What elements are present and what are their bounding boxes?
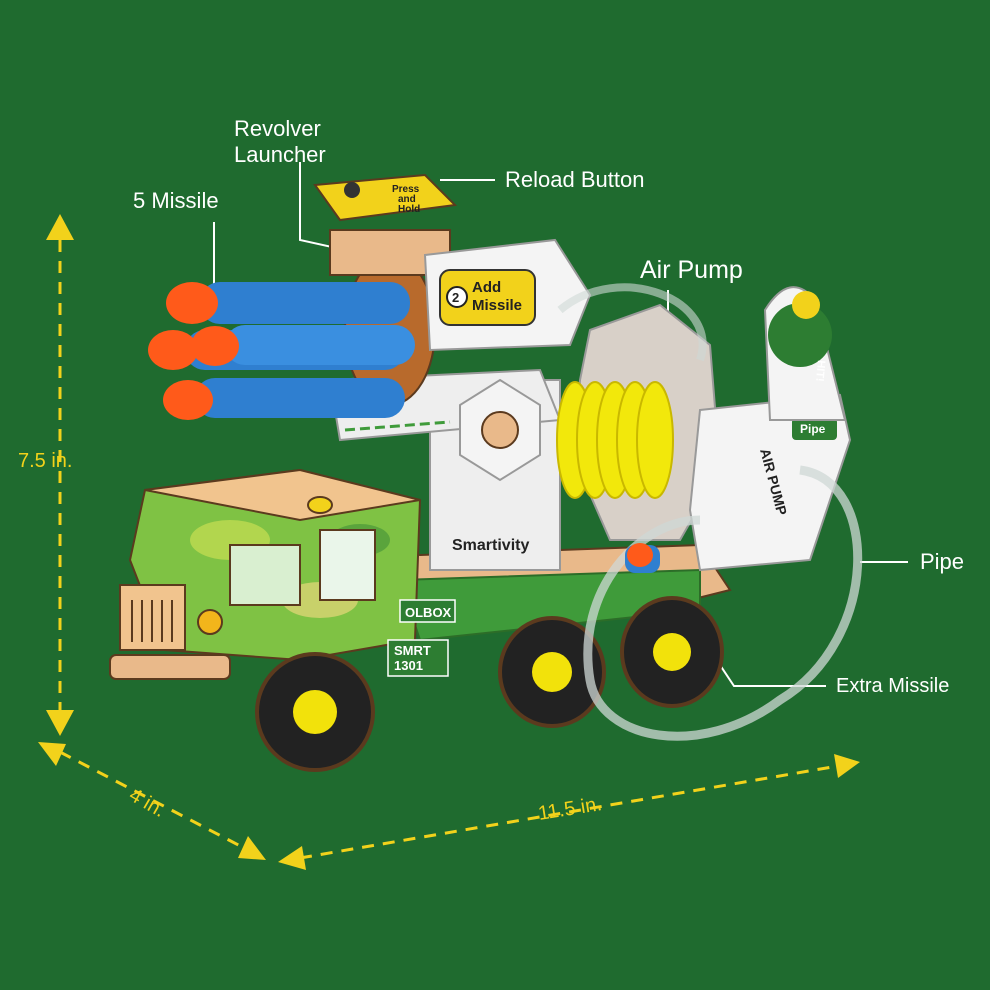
wheel-front: [255, 652, 375, 772]
revolver-launcher-line-1: Revolver: [234, 116, 321, 141]
model-line-2: 1301: [394, 658, 423, 673]
brand-logo: Smartivity: [452, 537, 529, 554]
model-tag: SMRT 1301: [387, 639, 449, 677]
pipe-tag-label: Pipe: [800, 422, 826, 436]
air-pump: [556, 303, 722, 541]
air-pipe: [557, 283, 863, 741]
length-dimension-line: [278, 754, 860, 870]
press-hold-line-2: and: [398, 194, 416, 205]
press-hold-line-3: Hold: [398, 204, 420, 215]
add-missile-label: Add Missile: [472, 279, 522, 314]
step-number: 2: [452, 290, 459, 305]
toolbox-tag: OLBOX: [399, 599, 456, 623]
revolver-launcher-label: Revolver Launcher: [234, 116, 326, 168]
press-hold-line-1: Press: [392, 184, 420, 195]
toolbox-label: OLBOX: [405, 605, 452, 620]
press-hold-label: Press and Hold: [392, 184, 422, 215]
reload-panel: Press and Hold: [313, 173, 458, 222]
reload-button-label: Reload Button: [505, 167, 645, 192]
extra-missile: [625, 543, 660, 573]
model-label: SMRT 1301: [394, 643, 434, 673]
model-line-1: SMRT: [394, 643, 431, 658]
five-missile-label: 5 Missile: [133, 188, 219, 213]
height-dimension-label: 7.5 in.: [18, 450, 73, 472]
add-missile-line-2: Missile: [472, 297, 522, 314]
air-pump-label: Air Pump: [640, 256, 743, 284]
hit-tag-label: HIT!: [813, 360, 827, 382]
pump-panel: AIR PUMP Pipe: [688, 393, 852, 572]
pipe-label: Pipe: [920, 549, 965, 574]
height-dimension-line: [46, 214, 74, 736]
revolver-launcher-line-2: Launcher: [234, 142, 326, 167]
extra-missile-label: Extra Missile: [836, 675, 950, 697]
hit-panel: HIT!: [763, 286, 847, 421]
missile-3: [191, 325, 415, 366]
launcher-tower: Smartivity: [328, 368, 562, 571]
add-missile-line-1: Add: [472, 279, 501, 296]
wheel-middle: [498, 616, 606, 728]
missile-1: [166, 282, 410, 324]
depth-dimension-line: [38, 742, 266, 860]
missile-4: [163, 378, 405, 420]
add-missile-panel: 2 Add Missile: [423, 238, 592, 352]
wheel-rear: [620, 596, 724, 708]
